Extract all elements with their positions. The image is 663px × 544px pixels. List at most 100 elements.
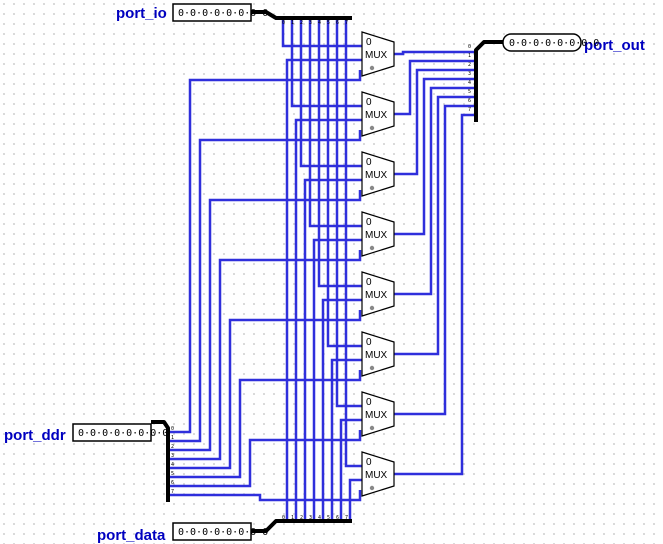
ddr-splitter-bit: 3 <box>171 453 174 459</box>
io-wire <box>290 20 362 108</box>
data-wire <box>330 358 362 519</box>
out-wire <box>394 59 476 116</box>
mux-select-label: 0 <box>366 157 372 168</box>
ddr-wire <box>168 370 362 479</box>
ddr-wire <box>168 250 362 461</box>
out-wire <box>394 77 476 236</box>
ddr-splitter-bit: 6 <box>171 480 174 486</box>
io-wire <box>281 20 362 48</box>
ddr-wire <box>168 190 362 452</box>
mux-select-dot <box>369 305 375 311</box>
data-splitter-bit: 6 <box>336 515 339 521</box>
mux-label: MUX <box>365 50 388 61</box>
ddr-wire <box>168 310 362 470</box>
mux-select-label: 0 <box>366 457 372 468</box>
mux-label: MUX <box>365 290 388 301</box>
port-ddr-label: port_ddr <box>4 427 66 444</box>
io-wire <box>317 20 362 288</box>
mux-label: MUX <box>365 110 388 121</box>
mux-select-dot <box>369 485 375 491</box>
port-out-bus <box>474 40 503 122</box>
data-splitter-bit: 2 <box>300 515 303 521</box>
port-io-pin[interactable]: 0·0·0·0·0·0·0·0 <box>172 3 268 22</box>
data-splitter-bit: 5 <box>327 515 330 521</box>
out-wire <box>394 95 476 356</box>
port-data-value: 0·0·0·0·0·0·0·0 <box>178 527 268 538</box>
data-splitter-bit: 3 <box>309 515 312 521</box>
io-wire <box>335 20 362 408</box>
mux-label: MUX <box>365 230 388 241</box>
port-data-pin[interactable]: 0·0·0·0·0·0·0·0 <box>172 522 268 541</box>
mux-select-dot <box>369 65 375 71</box>
io-splitter-bit: 1 <box>291 20 294 26</box>
mux-select-label: 0 <box>366 217 372 228</box>
mux-select-label: 0 <box>366 277 372 288</box>
port-io-bus <box>251 10 352 20</box>
data-splitter-bit: 1 <box>291 515 294 521</box>
ddr-splitter-bit: 1 <box>171 435 174 441</box>
io-splitter-bit: 2 <box>300 20 303 26</box>
data-splitter-bit: 4 <box>318 515 321 521</box>
ddr-splitter-bit: 2 <box>171 444 174 450</box>
io-wire <box>326 20 362 348</box>
out-splitter-bit: 5 <box>468 89 471 95</box>
mux-body <box>361 91 395 137</box>
out-wire <box>394 113 476 476</box>
mux-body <box>361 331 395 377</box>
port-out-pin[interactable]: 0·0·0·0·0·0·0·0 <box>502 33 599 52</box>
out-splitter-bit: 2 <box>468 62 471 68</box>
out-splitter-bit: 7 <box>468 107 471 113</box>
port-io-label: port_io <box>116 5 167 22</box>
mux-select-dot <box>369 425 375 431</box>
data-splitter-bit: 0 <box>282 515 285 521</box>
out-splitter-bit: 0 <box>468 44 471 50</box>
mux-select-dot <box>369 185 375 191</box>
io-splitter-bit: 3 <box>309 20 312 26</box>
data-wire <box>303 178 362 519</box>
out-splitter-bit: 6 <box>468 98 471 104</box>
port-out-value: 0·0·0·0·0·0·0·0 <box>509 38 599 49</box>
data-wire <box>348 478 362 519</box>
out-splitter-bit: 4 <box>468 80 471 86</box>
mux-body <box>361 451 395 497</box>
mux-body <box>361 391 395 437</box>
ddr-wire <box>168 130 362 443</box>
ddr-splitter-bit: 4 <box>171 462 174 468</box>
data-wire <box>285 58 362 519</box>
data-splitter-bit: 7 <box>345 515 348 521</box>
mux-select-dot <box>369 125 375 131</box>
mux-body <box>361 31 395 77</box>
io-splitter-bit: 6 <box>336 20 339 26</box>
port-out-label: port_out <box>584 37 645 54</box>
port-data-bus <box>251 519 352 533</box>
out-splitter-bit: 3 <box>468 71 471 77</box>
port-ddr-pin[interactable]: 0·0·0·0·0·0·0·0 <box>72 423 168 442</box>
out-wire <box>394 50 476 56</box>
ddr-wire <box>168 430 362 488</box>
mux-select-label: 0 <box>366 337 372 348</box>
data-wire <box>321 298 362 519</box>
io-wire <box>299 20 362 168</box>
data-wire <box>339 418 362 519</box>
port-ddr-bus <box>151 420 170 502</box>
mux-select-label: 0 <box>366 37 372 48</box>
data-wire <box>294 118 362 519</box>
ddr-splitter-bit: 0 <box>171 426 174 432</box>
mux-select-dot <box>369 365 375 371</box>
ddr-wire <box>168 490 362 502</box>
mux-body <box>361 211 395 257</box>
out-splitter-bit: 1 <box>468 53 471 59</box>
out-wire <box>394 104 476 416</box>
io-splitter-bit: 0 <box>282 20 285 26</box>
io-splitter-bit: 7 <box>345 20 348 26</box>
port-io-value: 0·0·0·0·0·0·0·0 <box>178 8 268 19</box>
out-wire <box>394 68 476 176</box>
out-wire <box>394 86 476 296</box>
